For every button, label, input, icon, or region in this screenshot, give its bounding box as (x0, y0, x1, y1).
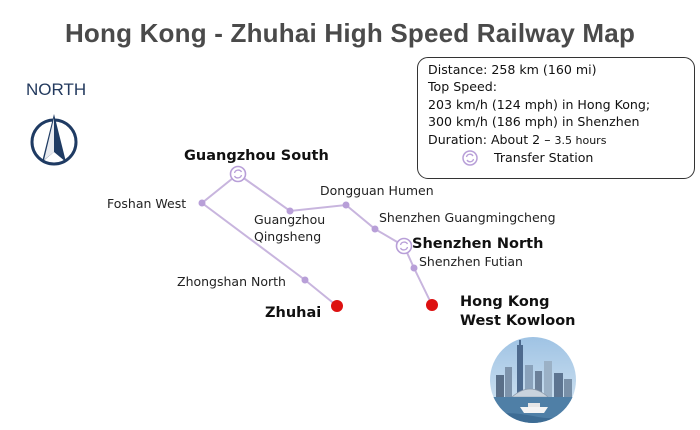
legend-transfer-label: Transfer Station (494, 150, 594, 166)
station-zhongshan-north[interactable] (301, 276, 309, 284)
label-hk-west-kowloon-1: Hong Kong (460, 294, 550, 310)
label-zhongshan-north: Zhongshan North (177, 274, 286, 289)
label-guangzhou-qingsheng-2: Qingsheng (254, 229, 321, 244)
label-hk-west-kowloon-2: West Kowloon (460, 313, 575, 329)
transfer-station-icon (462, 149, 478, 166)
station-shenzhen-guangmingcheng[interactable] (371, 225, 379, 233)
label-guangzhou-qingsheng-1: Guangzhou (254, 212, 325, 227)
station-hk-west-kowloon[interactable] (426, 299, 438, 311)
station-dongguan-humen[interactable] (342, 201, 350, 209)
label-zhuhai: Zhuhai (265, 305, 321, 321)
info-duration-suffix: 3.5 hours (554, 133, 607, 147)
label-shenzhen-north: Shenzhen North (412, 236, 543, 252)
label-shenzhen-guangmingcheng: Shenzhen Guangmingcheng (379, 210, 556, 225)
station-shenzhen-north[interactable] (395, 237, 413, 255)
label-guangzhou-south: Guangzhou South (184, 148, 329, 164)
label-foshan-west: Foshan West (107, 196, 186, 211)
info-distance: Distance: 258 km (160 mi) (428, 62, 597, 77)
station-guangzhou-qingsheng[interactable] (286, 207, 294, 215)
legend-transfer: Transfer Station (462, 149, 684, 166)
info-duration-prefix: Duration: About 2 – (428, 131, 551, 147)
station-foshan-west[interactable] (198, 199, 206, 207)
north-label: NORTH (26, 80, 87, 99)
label-dongguan-humen: Dongguan Humen (320, 183, 434, 198)
label-shenzhen-futian: Shenzhen Futian (419, 254, 523, 269)
station-guangzhou-south[interactable] (229, 165, 247, 183)
station-shenzhen-futian[interactable] (410, 264, 418, 272)
info-duration: Duration: About 2 – 3.5 hours (428, 131, 684, 149)
info-top-speed-label: Top Speed: (428, 79, 497, 95)
map-title: Hong Kong - Zhuhai High Speed Railway Ma… (64, 18, 636, 48)
compass-arrow-icon (30, 114, 78, 166)
info-speed-hong-kong: 203 km/h (124 mph) in Hong Kong; (428, 96, 651, 112)
hong-kong-skyline-image (490, 337, 576, 423)
info-box: Distance: 258 km (160 mi) Top Speed: 203… (417, 57, 695, 179)
station-zhuhai[interactable] (331, 300, 343, 312)
info-speed-shenzhen: 300 km/h (186 mph) in Shenzhen (428, 114, 640, 130)
